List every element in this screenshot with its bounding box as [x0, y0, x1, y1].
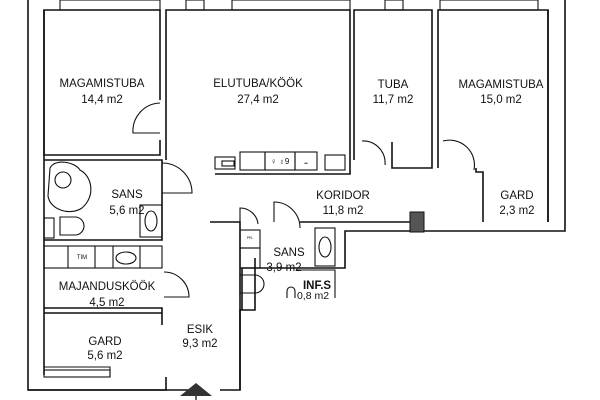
room-name: TUBA: [378, 79, 409, 91]
room-bathroom-2: ᴾᴾᴸ SANS 3,9 m2: [210, 201, 336, 390]
room-name: MAJANDUSKÖÖK: [59, 281, 156, 293]
utility-strip: TIM: [43, 245, 163, 269]
room-area: 11,7 m2: [373, 94, 414, 106]
column: [409, 211, 425, 233]
room-name: GARD: [500, 190, 533, 202]
room-area: 9,3 m2: [182, 338, 217, 350]
room-name: GARD: [88, 336, 121, 348]
room-name: SANS: [273, 247, 305, 259]
room-bathroom-1: SANS 5,6 m2: [43, 159, 193, 241]
door-swing: [132, 102, 161, 134]
shaft-icon: [286, 286, 296, 298]
room-area: 11,8 m2: [323, 205, 364, 217]
room-area: 5,6 m2: [109, 205, 144, 217]
door-swing: [442, 139, 476, 171]
room-name: KORIDOR: [316, 190, 370, 202]
room-corridor: KORIDOR 11,8 m2: [300, 190, 425, 233]
room-name: ESIK: [187, 324, 214, 336]
sink-icon: [318, 236, 332, 258]
shower-icon: ᴾᴾᴸ: [247, 236, 253, 242]
door-swing: [161, 162, 193, 194]
room-bedroom-2: MAGAMISTUBA 15,0 m2: [437, 9, 549, 222]
room-utility-kitchen: MAJANDUSKÖÖK 4,5 m2: [44, 271, 190, 325]
room-bedroom-1: MAGAMISTUBA 14,4 m2: [43, 9, 161, 156]
room-hallway: ESIK 9,3 m2: [28, 324, 218, 400]
room-name: ELUTUBA/KÖÖK: [213, 78, 303, 90]
windows: [59, 0, 539, 11]
room-area: 0,8 m2: [297, 290, 329, 302]
door-swing: [273, 201, 301, 229]
room-area: 5,6 m2: [87, 350, 122, 362]
room-tuba: TUBA 11,7 m2: [353, 9, 433, 169]
room-name: MAGAMISTUBA: [459, 79, 544, 91]
room-area: 3,9 m2: [266, 262, 301, 274]
room-tech-shaft: INF.S 0,8 m2: [286, 280, 331, 302]
room-living-kitchen: ♀ ♁9 •• ELUTUBA/KÖÖK 27,4 m2: [165, 9, 351, 175]
entrance-arrow-icon: [180, 383, 212, 396]
room-area: 15,0 m2: [480, 94, 522, 106]
stove-icon: ♀ ♁9: [271, 157, 290, 166]
room-name: SANS: [111, 189, 143, 201]
sink-icon: [144, 210, 158, 232]
room-wardrobe-2: GARD 5,6 m2: [43, 312, 162, 378]
room-area: 4,5 m2: [89, 297, 124, 309]
dishwasher-icon: ••: [304, 161, 308, 167]
door-swing: [163, 271, 190, 298]
toilet-icon: [59, 216, 85, 236]
door-swing: [361, 140, 386, 166]
bathtub-icon: [47, 161, 92, 213]
room-name: MAGAMISTUBA: [60, 78, 145, 90]
dryer-label: TIM: [77, 255, 87, 261]
room-wardrobe-1: GARD 2,3 m2: [499, 190, 534, 217]
room-area: 2,3 m2: [499, 205, 534, 217]
outer-walls: [27, 0, 566, 391]
toilet-icon: [239, 274, 265, 294]
room-name: INF.S: [303, 280, 331, 292]
room-area: 14,4 m2: [81, 94, 123, 106]
door-swing: [239, 207, 259, 225]
room-area: 27,4 m2: [237, 94, 279, 106]
washbasin-icon: [115, 251, 137, 265]
